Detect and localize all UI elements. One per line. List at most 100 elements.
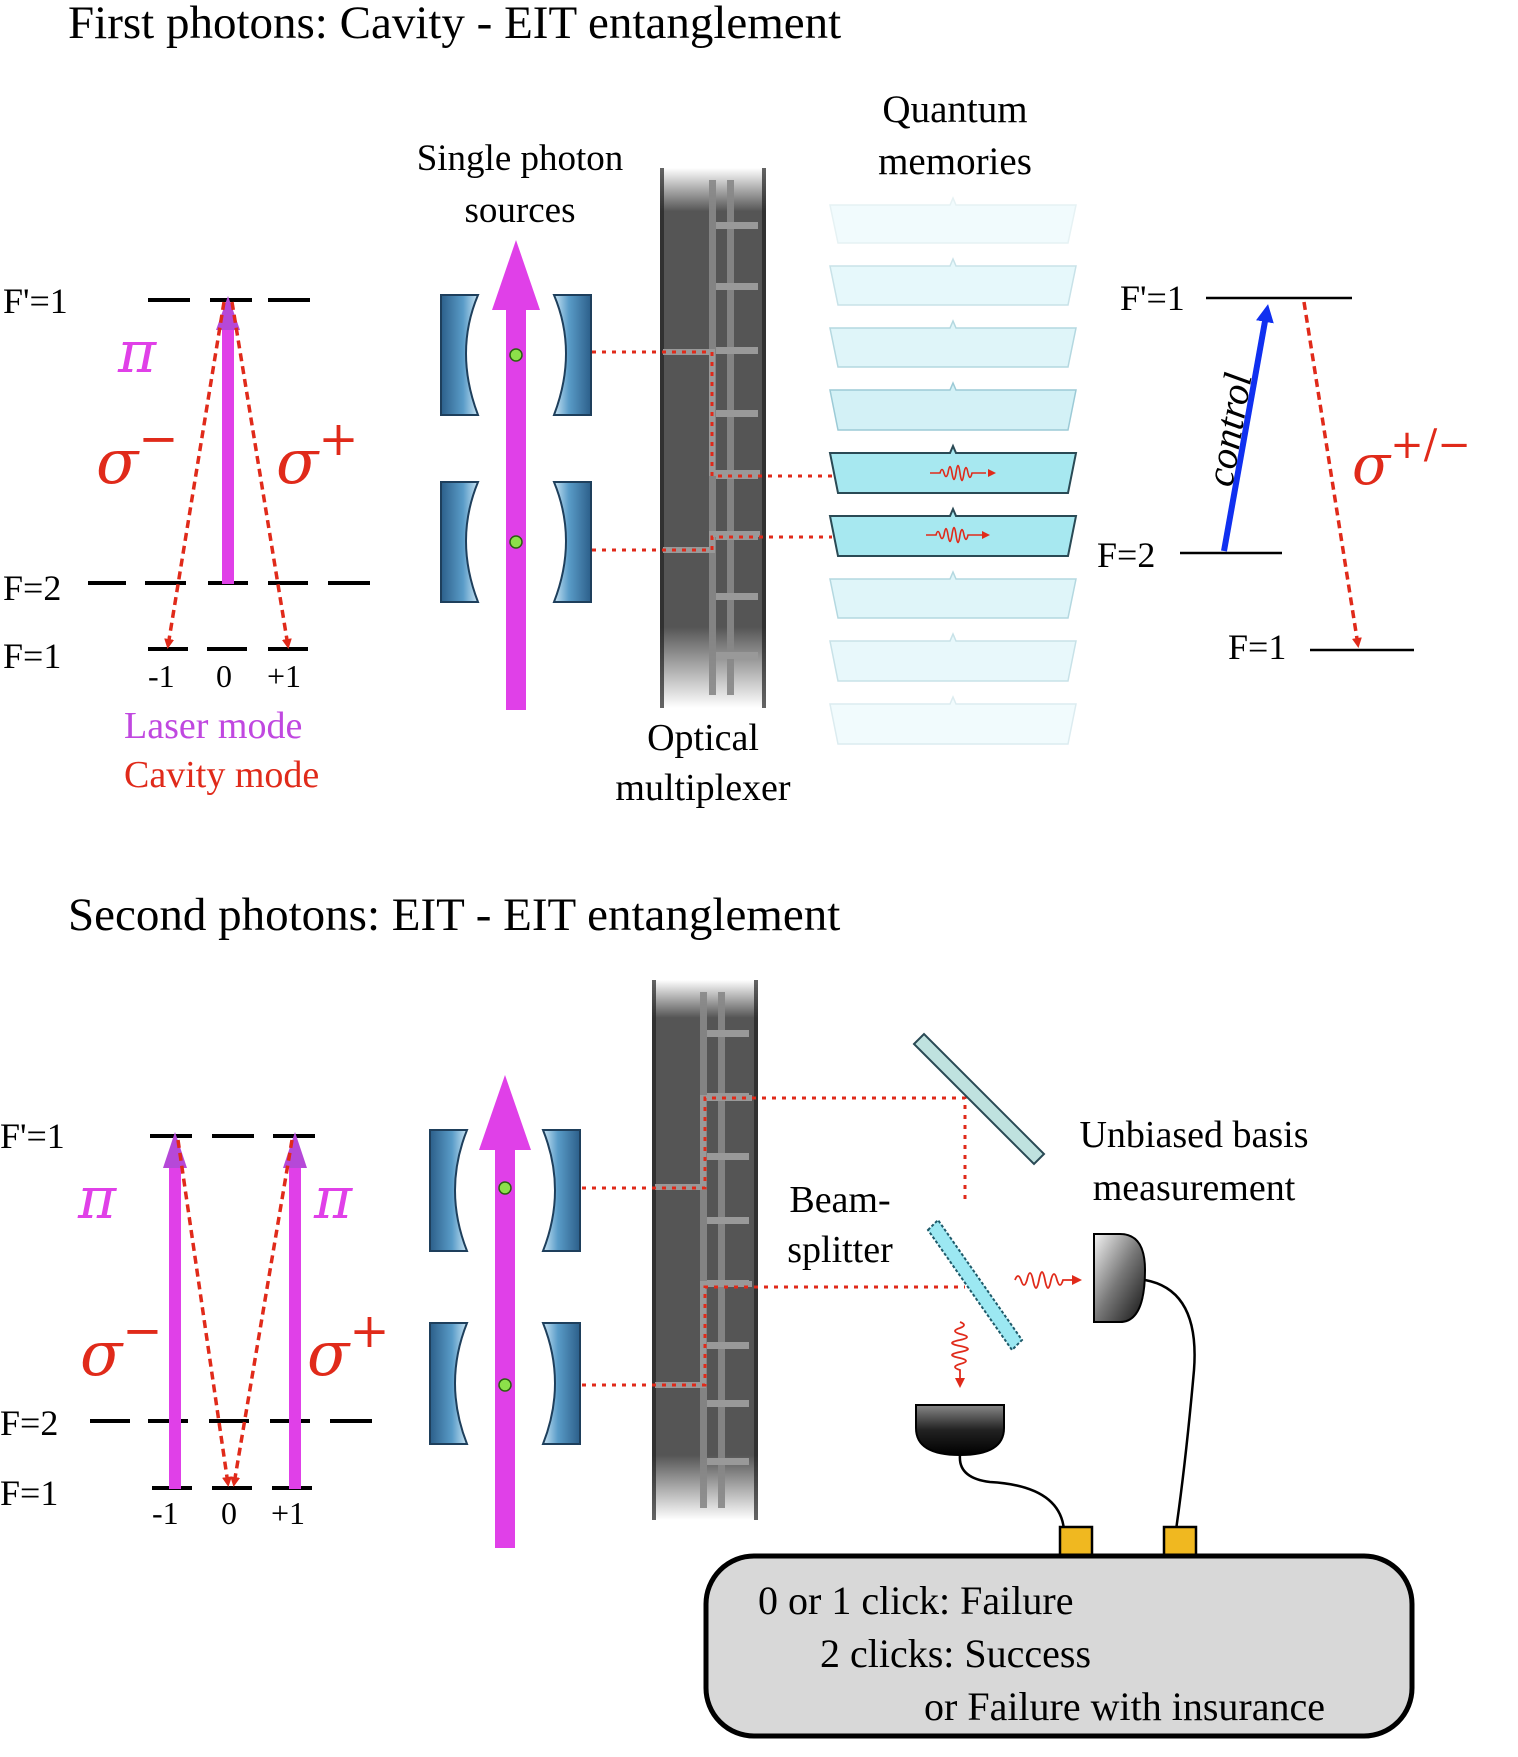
laser-arrow-head	[492, 240, 540, 310]
top-level-diagram: F'=1 F=2 F=1 -1 0 +1 π	[3, 281, 370, 796]
memory-cell	[829, 257, 1077, 306]
result-box-frame	[703, 1553, 1415, 1739]
memory-cell	[829, 381, 1077, 431]
plus-superscript: +	[318, 411, 358, 467]
control-arrow	[1221, 304, 1274, 552]
sublevel-plus1: +1	[271, 1495, 305, 1531]
sigma-symbol: σ	[80, 1317, 124, 1390]
plus-superscript: +	[349, 1303, 389, 1359]
sigma-minus-label: σ−	[80, 1303, 163, 1390]
label-f2: F=2	[1097, 535, 1155, 575]
photon-wavepacket-right	[1014, 1271, 1074, 1289]
result-line-insurance: or Failure with insurance	[924, 1684, 1325, 1729]
sigma-symbol: σ	[96, 425, 140, 498]
beam-splitter-label-line1: Beam-	[789, 1179, 890, 1221]
stored-photon-wavepacket	[930, 464, 986, 482]
top-right-lambda-diagram: F'=1 F=2 F=1 control σ+/−	[1097, 278, 1471, 667]
cavity-mirror-right	[552, 294, 592, 416]
memories-label-line2: memories	[878, 140, 1032, 183]
memory-cell-active	[828, 443, 1078, 494]
label-f1: F=1	[0, 1473, 58, 1513]
sublevel-zero: 0	[221, 1495, 237, 1531]
beam-splitter	[926, 1218, 1024, 1352]
sublevel-minus1: -1	[148, 658, 175, 694]
cavity-mirror-left	[429, 1129, 469, 1252]
label-f1: F=1	[3, 636, 61, 676]
laser-beam	[495, 1150, 515, 1548]
laser-arrow-head	[479, 1075, 531, 1150]
detector-cable	[958, 1454, 1066, 1531]
beam-splitter-label-line2: splitter	[787, 1229, 893, 1271]
top-single-photon-sources: Single photon sources	[417, 138, 624, 710]
stored-photon-wavepacket	[926, 526, 982, 544]
pi-label: π	[117, 318, 157, 386]
sublevel-zero: 0	[216, 658, 232, 694]
atom	[509, 348, 523, 362]
cavity-mirror-left	[440, 294, 480, 416]
unbiased-measurement-setup: Unbiased basis measurement Beam- splitte…	[787, 1032, 1309, 1599]
detector-port	[1162, 1525, 1198, 1559]
bottom-single-photon-sources	[429, 1075, 581, 1548]
minus-superscript: −	[122, 1303, 162, 1359]
label-f2: F=2	[0, 1403, 58, 1443]
multiplexer-label-line2: multiplexer	[615, 767, 791, 809]
sublevel-minus1: -1	[152, 1495, 179, 1531]
title-first-photons: First photons: Cavity - EIT entanglement	[68, 0, 841, 49]
result-line-failure: 0 or 1 click: Failure	[758, 1578, 1073, 1623]
label-f1: F=1	[1228, 627, 1286, 667]
memory-cell	[829, 319, 1077, 368]
cavity-mirror-right	[552, 481, 592, 603]
minus-superscript: −	[138, 411, 178, 467]
sigma-minus-label: σ−	[96, 411, 179, 498]
memories-label-line1: Quantum	[882, 88, 1027, 131]
sigma-plus-arrow	[230, 1139, 294, 1487]
top-cavity-output-paths	[592, 350, 832, 552]
sigma-plus-label: σ+	[307, 1303, 390, 1390]
title-second-photons: Second photons: EIT - EIT entanglement	[68, 889, 840, 941]
detector-right	[1093, 1233, 1147, 1323]
bottom-level-diagram: F'=1 F=2 F=1 -1 0 +1	[0, 1116, 390, 1531]
multiplexer-label-line1: Optical	[647, 717, 759, 759]
top-quantum-memories: Quantum memories	[828, 88, 1078, 745]
unbiased-label-line2: measurement	[1093, 1167, 1296, 1209]
sigma-emission-arrow	[1302, 301, 1362, 648]
atom	[498, 1181, 512, 1195]
sigma-plus-minus-label: σ+/−	[1352, 422, 1471, 498]
unbiased-label-line1: Unbiased basis	[1079, 1114, 1308, 1156]
legend-laser-mode: Laser mode	[124, 705, 302, 747]
cavity-mirror-left	[429, 1322, 469, 1445]
control-label: control	[1197, 369, 1261, 489]
atom	[498, 1378, 512, 1392]
bottom-cavity-output-paths	[582, 1096, 967, 1387]
label-f2: F=2	[3, 568, 61, 608]
sigma-minus-arrow	[164, 301, 226, 649]
cavity-mirror-left	[440, 481, 480, 603]
detector-port	[1058, 1525, 1094, 1559]
cavity-mirror-right	[541, 1129, 581, 1252]
sigma-symbol: σ	[276, 425, 320, 498]
detector-bottom	[915, 1404, 1005, 1457]
sigma-plus-arrow	[230, 301, 292, 649]
sigma-symbol: σ	[1352, 433, 1392, 498]
memory-cell	[829, 196, 1077, 244]
memory-cell	[829, 632, 1077, 682]
legend-cavity-mode: Cavity mode	[124, 754, 319, 796]
bottom-optical-multiplexer	[652, 980, 758, 1520]
laser-beam	[506, 300, 526, 710]
sources-label-line1: Single photon	[417, 138, 624, 179]
result-line-success: 2 clicks: Success	[820, 1631, 1091, 1676]
label-fprime1: F'=1	[0, 1116, 65, 1156]
memory-cell	[829, 570, 1077, 619]
label-fprime1: F'=1	[3, 281, 68, 321]
plus-minus-superscript: +/−	[1390, 422, 1471, 468]
sources-label-line2: sources	[465, 190, 576, 231]
sigma-minus-arrow	[176, 1139, 232, 1487]
pi-laser-arrow-right	[283, 1132, 307, 1489]
sigma-plus-label: σ+	[276, 411, 359, 498]
pi-laser-arrow	[216, 296, 240, 584]
pi-label-right: π	[313, 1164, 353, 1232]
cavity-mirror-right	[541, 1322, 581, 1445]
label-fprime1: F'=1	[1120, 278, 1185, 318]
pi-label-left: π	[77, 1164, 117, 1232]
mirror	[912, 1032, 1046, 1166]
